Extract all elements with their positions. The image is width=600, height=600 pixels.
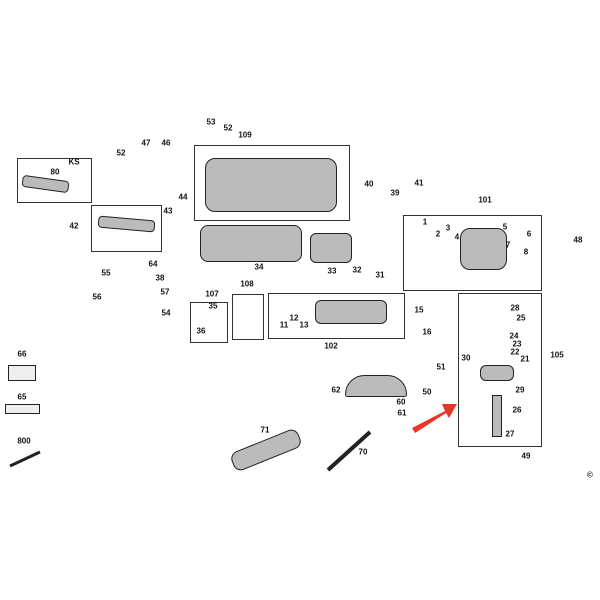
- part-callout: 51: [436, 362, 446, 372]
- part-callout: 12: [289, 313, 299, 323]
- part-callout: 105: [550, 350, 564, 360]
- part-callout: 107: [205, 289, 219, 299]
- part-callout: 101: [478, 195, 492, 205]
- part-callout: 53: [206, 117, 216, 127]
- part-callout: 62: [331, 385, 341, 395]
- part-callout: 39: [390, 188, 400, 198]
- part-callout: 35: [208, 301, 218, 311]
- part-callout: 44: [178, 192, 188, 202]
- part-callout: 30: [461, 353, 471, 363]
- part-callout: 36: [196, 326, 206, 336]
- part-callout: 24: [509, 331, 519, 341]
- part-callout: 48: [573, 235, 583, 245]
- part-callout: 71: [260, 425, 270, 435]
- group-box-109: [194, 145, 350, 221]
- part-callout: 800: [17, 436, 31, 446]
- part-callout: 52: [223, 123, 233, 133]
- part-callout: 57: [160, 287, 170, 297]
- part-callout: 34: [254, 262, 264, 272]
- part-callout: 3: [445, 223, 451, 233]
- part-callout: 56: [92, 292, 102, 302]
- flange-part: [480, 365, 514, 381]
- part-callout: 54: [161, 308, 171, 318]
- part-callout: 4: [454, 232, 460, 242]
- part-callout: 55: [101, 268, 111, 278]
- part-callout: 26: [512, 405, 522, 415]
- part-callout: 2: [435, 229, 441, 239]
- part-callout: 5: [502, 222, 508, 232]
- stator-part: [310, 233, 352, 263]
- part-callout: 42: [69, 221, 79, 231]
- part-callout: 52: [116, 148, 126, 158]
- part-callout: ©: [587, 470, 593, 480]
- red-arrow-icon: [412, 404, 457, 433]
- part-callout: 41: [414, 178, 424, 188]
- part-callout: 25: [516, 313, 526, 323]
- gear-case-part: [460, 228, 507, 270]
- part-callout: 28: [510, 303, 520, 313]
- spindle-part: [492, 395, 502, 437]
- hex-key-70: [326, 430, 372, 472]
- group-box-108: [232, 294, 264, 340]
- part-callout: 46: [161, 138, 171, 148]
- tool-800: [9, 450, 41, 468]
- motor-housing-part: [200, 225, 302, 262]
- part-callout: 109: [238, 130, 252, 140]
- part-callout: 40: [364, 179, 374, 189]
- part-callout: 102: [324, 341, 338, 351]
- armature-part: [315, 300, 387, 324]
- group-box-105: [458, 293, 542, 447]
- label-66: [8, 365, 36, 381]
- part-callout: 15: [414, 305, 424, 315]
- part-callout: 47: [141, 138, 151, 148]
- part-callout: 27: [505, 429, 515, 439]
- part-callout: 7: [505, 240, 511, 250]
- part-callout: 6: [526, 229, 532, 239]
- part-callout: 16: [422, 327, 432, 337]
- part-callout: 64: [148, 259, 158, 269]
- group-box-107: [190, 302, 228, 343]
- part-callout: 80: [50, 167, 60, 177]
- part-callout: 32: [352, 265, 362, 275]
- part-callout: KS: [68, 157, 80, 167]
- group-box-101: [403, 215, 542, 291]
- part-callout: 23: [512, 339, 522, 349]
- group-box-102: [268, 293, 405, 339]
- part-callout: 33: [327, 266, 337, 276]
- part-callout: 31: [375, 270, 385, 280]
- part-callout: 66: [17, 349, 27, 359]
- part-callout: 21: [520, 354, 530, 364]
- part-callout: 22: [510, 347, 520, 357]
- part-callout: 65: [17, 392, 27, 402]
- part-callout: 70: [358, 447, 368, 457]
- part-callout: 38: [155, 273, 165, 283]
- part-callout: 60: [396, 397, 406, 407]
- part-callout: 61: [397, 408, 407, 418]
- part-callout: 108: [240, 279, 254, 289]
- group-box-42: [91, 205, 162, 252]
- label-65: [5, 404, 40, 414]
- part-callout: 13: [299, 320, 309, 330]
- part-callout: 29: [515, 385, 525, 395]
- part-callout: 11: [279, 320, 289, 330]
- part-callout: 1: [422, 217, 428, 227]
- part-callout: 8: [523, 247, 529, 257]
- part-callout: 43: [163, 206, 173, 216]
- part-callout: 50: [422, 387, 432, 397]
- housing-part: [205, 158, 337, 212]
- part-callout: 49: [521, 451, 531, 461]
- group-box-ks: [17, 158, 92, 203]
